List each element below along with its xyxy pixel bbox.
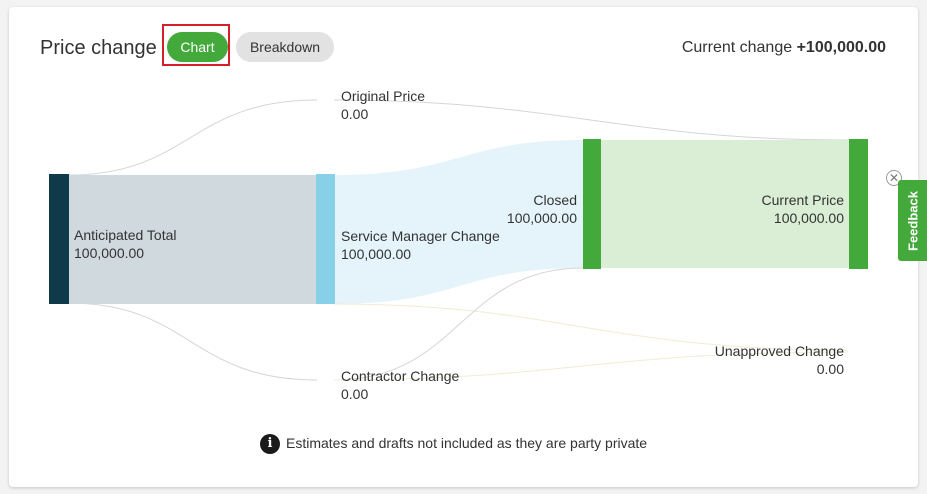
label-closed-value: 100,000.00 <box>506 210 577 226</box>
label-contractor-change-value: 0.00 <box>341 386 369 402</box>
chart-tab-highlight <box>162 24 230 66</box>
link-original-current <box>333 99 850 141</box>
label-anticipated-total-value: 100,000.00 <box>74 245 145 261</box>
label-current-price-name: Current Price <box>761 192 844 208</box>
link-service-closed <box>334 140 583 304</box>
feedback-button[interactable]: Feedback <box>898 180 927 261</box>
label-closed: Closed 100,000.00 <box>507 191 577 227</box>
feedback-label: Feedback <box>905 190 920 251</box>
label-current-price-value: 100,000.00 <box>773 210 844 226</box>
page-title: Price change <box>40 37 157 59</box>
privacy-note-text: Estimates and drafts not included as the… <box>286 435 648 451</box>
label-original-price: Original Price 0.00 <box>341 87 425 123</box>
link-closed-current <box>601 140 849 268</box>
link-contractor-unapproved <box>333 351 849 381</box>
label-unapproved-change-name: Unapproved Change <box>714 343 844 359</box>
label-contractor-change: Contractor Change 0.00 <box>341 367 459 403</box>
node-current-price <box>849 139 868 269</box>
current-change-label: Current change <box>681 39 793 56</box>
label-contractor-change-name: Contractor Change <box>341 368 460 384</box>
link-anticipated-original <box>67 99 318 176</box>
label-service-manager-change-name: Service Manager Change <box>341 228 500 244</box>
label-anticipated-total-name: Anticipated Total <box>74 227 177 243</box>
info-icon: i <box>260 434 280 455</box>
link-anticipated-service <box>68 175 316 304</box>
label-anticipated-total: Anticipated Total 100,000.00 <box>74 226 176 262</box>
link-anticipated-contractor <box>67 302 318 381</box>
label-current-price: Current Price 100,000.00 <box>762 191 844 227</box>
label-closed-name: Closed <box>533 192 577 208</box>
node-anticipated-total <box>49 174 69 304</box>
label-service-manager-change-value: 100,000.00 <box>341 246 412 262</box>
privacy-note: i Estimates and drafts not included as th… <box>260 432 648 455</box>
node-service-manager-change <box>316 174 335 304</box>
current-change-value: +100,000.00 <box>796 39 886 56</box>
link-contractor-closed <box>333 267 584 381</box>
label-service-manager-change: Service Manager Change 100,000.00 <box>341 227 500 263</box>
current-change: Current change +100,000.00 <box>682 38 886 58</box>
label-unapproved-change: Unapproved Change 0.00 <box>715 342 844 378</box>
label-original-price-value: 0.00 <box>341 106 369 122</box>
tab-chart[interactable]: Chart <box>167 32 228 62</box>
label-original-price-name: Original Price <box>341 88 426 104</box>
link-service-unapproved <box>333 303 849 351</box>
node-closed <box>583 139 601 269</box>
label-unapproved-change-value: 0.00 <box>816 361 844 377</box>
tab-breakdown[interactable]: Breakdown <box>236 32 334 62</box>
